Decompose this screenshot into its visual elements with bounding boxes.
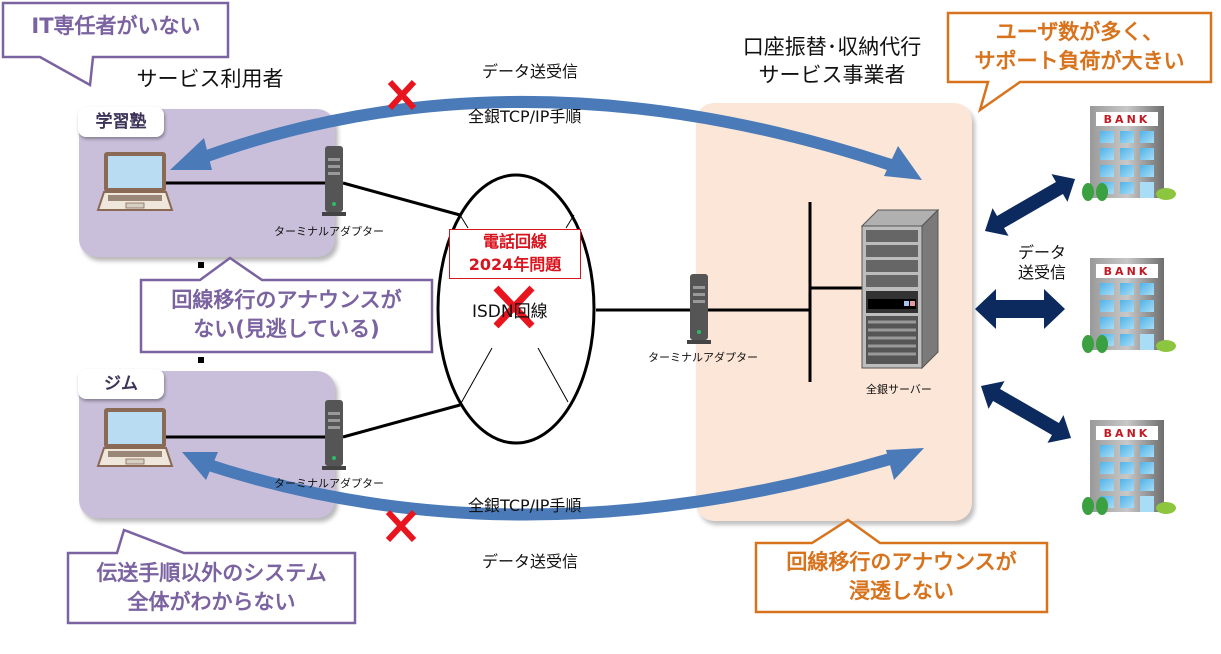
blocked-x-icon-bottom xyxy=(385,509,417,543)
phone-line-2024-problem-box: 電話回線 2024年問題 xyxy=(449,229,581,279)
callout-not-penetrating-line1: 回線移行のアナウンスが xyxy=(786,550,1017,574)
isdn-inner-line xyxy=(459,347,493,406)
isdn-inner-line xyxy=(459,214,469,229)
bank-icon-3 xyxy=(1082,420,1176,515)
server-icon xyxy=(860,208,940,370)
problem-line1: 電話回線 xyxy=(482,232,547,251)
bank-double-arrow-1 xyxy=(984,174,1076,236)
callout-not-penetrating-line2: 浸透しない xyxy=(849,579,954,603)
laptop-icon-juku xyxy=(97,151,173,211)
callout-no-announcement-line2: ない(見逃している) xyxy=(193,317,380,341)
site-tag-gym: ジム xyxy=(78,369,164,399)
flow-arrow-bottom xyxy=(198,450,902,521)
flow-label-top-protocol: 全銀TCP/IP手順 xyxy=(468,107,582,126)
isdn-inner-line xyxy=(537,347,569,403)
terminal-adapter-icon-provider xyxy=(687,274,711,344)
callout-support-load: ユーザ数が多く、 サポート負荷が大きい xyxy=(948,18,1211,76)
provider-heading-line2: サービス事業者 xyxy=(758,63,906,87)
flow-arrowhead-top-left xyxy=(170,138,212,170)
connector-marker xyxy=(198,262,204,268)
site-tag-juku: 学習塾 xyxy=(78,107,164,137)
service-users-heading: サービス利用者 xyxy=(136,67,284,91)
problem-line2: 2024年問題 xyxy=(468,255,562,274)
callout-not-penetrating: 回線移行のアナウンスが 浸透しない xyxy=(756,548,1047,606)
bank-data-label: データ 送受信 xyxy=(1012,243,1072,283)
callout-balloon-not-penetrating xyxy=(754,518,1049,614)
callout-support-load-line2: サポート負荷が大きい xyxy=(974,49,1185,73)
bank-data-label-line1: データ xyxy=(1017,243,1066,262)
callout-balloon-no-it-staff xyxy=(1,1,230,88)
callout-system-unknown-line2: 全体がわからない xyxy=(127,590,296,614)
adapter-label-juku: ターミナルアダプター xyxy=(274,225,384,238)
isdn-inner-line xyxy=(565,214,575,229)
connector-marker xyxy=(198,357,204,363)
cable-juku-adapter-isdn xyxy=(342,181,461,217)
callout-system-unknown-line1: 伝送手順以外のシステム xyxy=(96,561,327,585)
flow-label-bottom-data: データ送受信 xyxy=(482,552,579,571)
cable-gym-adapter-isdn xyxy=(342,403,461,439)
bank-icon-1 xyxy=(1082,106,1176,201)
server-label: 全銀サーバー xyxy=(866,383,932,396)
adapter-label-provider: ターミナルアダプター xyxy=(648,351,758,364)
bank-data-label-line2: 送受信 xyxy=(1017,263,1066,282)
flow-label-bottom-protocol: 全銀TCP/IP手順 xyxy=(468,496,582,515)
callout-no-announcement: 回線移行のアナウンスが ない(見逃している) xyxy=(141,286,432,344)
flow-arrow-top xyxy=(193,96,902,174)
adapter-label-gym: ターミナルアダプター xyxy=(274,477,384,490)
flow-arrowhead-bottom-right xyxy=(886,448,924,480)
callout-balloon-no-announcement xyxy=(139,256,434,354)
callout-no-it-staff: IT専任者がいない xyxy=(31,14,201,38)
flow-arrowhead-top-right xyxy=(884,146,922,180)
isdn-label: ISDN回線 xyxy=(472,302,548,322)
bank-double-arrow-2 xyxy=(975,289,1065,329)
terminal-adapter-icon-juku xyxy=(322,146,346,216)
flow-label-top-data: データ送受信 xyxy=(482,62,579,81)
callout-support-load-line1: ユーザ数が多く、 xyxy=(995,20,1164,44)
terminal-adapter-icon-gym xyxy=(322,400,346,470)
callout-system-unknown: 伝送手順以外のシステム 全体がわからない xyxy=(68,559,355,617)
laptop-icon-gym xyxy=(97,407,173,467)
flow-arrowhead-bottom-left xyxy=(182,452,218,480)
bank-icon-2 xyxy=(1082,258,1176,353)
bank-double-arrow-3 xyxy=(980,381,1072,443)
provider-heading-line1: 口座振替･収納代行 xyxy=(742,35,922,59)
callout-no-announcement-line1: 回線移行のアナウンスが xyxy=(171,288,402,312)
callout-balloon-system-unknown xyxy=(66,528,357,625)
callout-balloon-support-load xyxy=(946,11,1213,114)
blocked-x-icon-isdn xyxy=(493,285,535,329)
blocked-x-icon-top xyxy=(387,79,417,111)
